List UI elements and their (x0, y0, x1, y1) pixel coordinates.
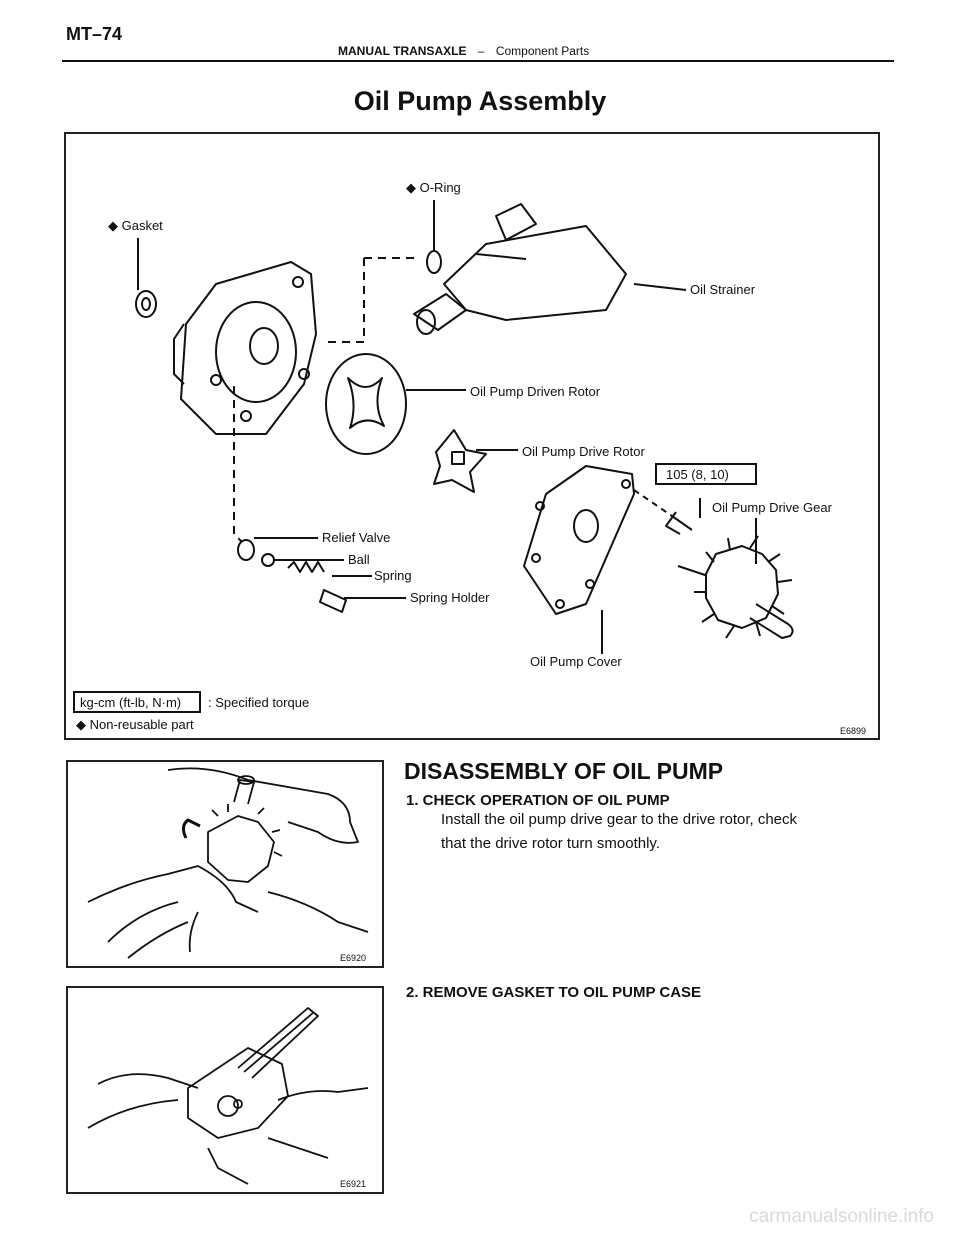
page-title: Oil Pump Assembly (353, 86, 607, 116)
header-separator: – (477, 44, 485, 58)
header-section: MANUAL TRANSAXLE (338, 44, 467, 58)
fig-code-main: E6899 (840, 726, 866, 736)
label-o-ring: ◆ O-Ring (406, 180, 461, 195)
section-title: DISASSEMBLY OF OIL PUMP (404, 758, 724, 784)
label-oil-strainer: Oil Strainer (690, 282, 756, 297)
footer-watermark: carmanualsonline.info (749, 1206, 934, 1227)
legend-torque-unit: kg-cm (ft-lb, N·m) (80, 695, 181, 710)
header-rule (62, 60, 894, 62)
step2-heading: 2. REMOVE GASKET TO OIL PUMP CASE (406, 984, 702, 1001)
step1-figure-svg: E6920 (87, 767, 369, 963)
page-id: MT–74 (66, 24, 123, 44)
step1-body: Install the oil pump drive gear to the d… (441, 808, 881, 856)
header-subsection: Component Parts (495, 44, 590, 58)
label-torque-value: 105 (8, 10) (666, 467, 729, 482)
header-breadcrumb: MANUAL TRANSAXLE – Component Parts (338, 44, 589, 58)
label-spring-holder: Spring Holder (410, 590, 490, 605)
fig-code-step2: E6921 (340, 1179, 366, 1189)
label-ball: Ball (348, 552, 370, 567)
step1-heading: 1. CHECK OPERATION OF OIL PUMP (406, 792, 670, 809)
label-driven-rotor: Oil Pump Driven Rotor (470, 384, 601, 399)
label-pump-cover: Oil Pump Cover (530, 654, 622, 669)
step1-body-line2: that the drive rotor turn smoothly. (441, 835, 660, 852)
step1-body-line1: Install the oil pump drive gear to the d… (441, 811, 798, 828)
exploded-diagram: 105 (8, 10) ◆ O-Ring ◆ Gasket Oil Strain… (64, 132, 880, 740)
label-gasket: ◆ Gasket (108, 218, 163, 233)
label-relief-valve: Relief Valve (322, 530, 390, 545)
label-drive-gear: Oil Pump Drive Gear (712, 500, 833, 515)
label-drive-rotor: Oil Pump Drive Rotor (522, 444, 645, 459)
step2-figure-svg: E6921 (87, 1007, 369, 1189)
fig-code-step1: E6920 (340, 953, 366, 963)
step2-figure: E6921 (66, 986, 384, 1194)
legend-non-reusable: ◆ Non-reusable part (76, 717, 194, 732)
step1-figure: E6920 (66, 760, 384, 968)
label-spring: Spring (374, 568, 412, 583)
legend-torque-text: : Specified torque (208, 695, 309, 710)
exploded-diagram-svg: 105 (8, 10) ◆ O-Ring ◆ Gasket Oil Strain… (73, 180, 866, 736)
